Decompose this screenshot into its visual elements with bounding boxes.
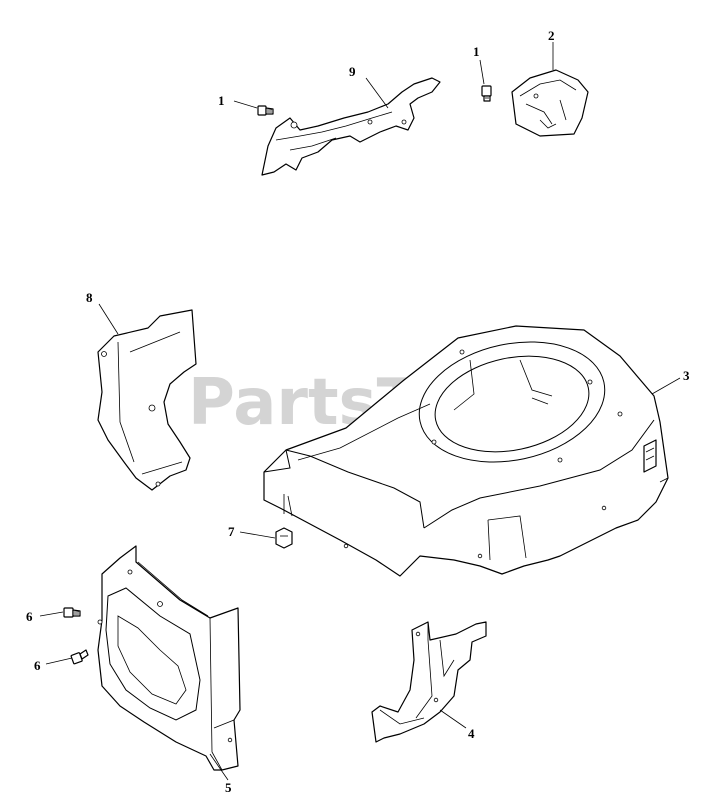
callout-7[interactable]: 7 xyxy=(228,524,235,539)
part-air-guide-side[interactable] xyxy=(97,309,197,491)
leader-1b xyxy=(479,59,485,85)
leader-6b xyxy=(45,657,73,665)
part-nut[interactable] xyxy=(275,527,293,549)
leader-9 xyxy=(365,77,389,109)
callout-6[interactable]: 6 xyxy=(26,609,33,624)
leader-4 xyxy=(439,709,467,729)
leader-7 xyxy=(239,531,276,539)
callout-5[interactable]: 5 xyxy=(225,780,232,795)
part-screw-1b[interactable] xyxy=(481,85,492,102)
part-screw-1[interactable] xyxy=(257,105,274,116)
callout-3[interactable]: 3 xyxy=(683,368,690,383)
callout-2[interactable]: 2 xyxy=(548,28,555,43)
leader-6 xyxy=(39,611,64,617)
leader-lines xyxy=(39,42,681,781)
callout-1b[interactable]: 1 xyxy=(473,44,480,59)
leader-5 xyxy=(209,753,229,781)
part-cylinder-shield[interactable] xyxy=(97,545,241,771)
callout-labels: 1 1 2 3 4 5 6 6 7 8 9 xyxy=(26,28,690,795)
leader-1 xyxy=(233,100,258,109)
callout-1[interactable]: 1 xyxy=(218,93,225,108)
callout-6b[interactable]: 6 xyxy=(34,658,41,673)
part-air-guide-upper[interactable] xyxy=(261,77,441,176)
leader-8 xyxy=(98,303,119,335)
part-cylinder-head-baffle[interactable] xyxy=(511,69,589,137)
part-screw-6b[interactable] xyxy=(70,649,89,665)
leader-3 xyxy=(651,377,681,395)
part-air-guide-lower[interactable] xyxy=(371,621,487,743)
callout-9[interactable]: 9 xyxy=(349,64,356,79)
part-blower-housing[interactable] xyxy=(263,325,669,577)
callout-4[interactable]: 4 xyxy=(468,726,475,741)
part-screw-6[interactable] xyxy=(63,607,81,618)
callout-8[interactable]: 8 xyxy=(86,290,93,305)
